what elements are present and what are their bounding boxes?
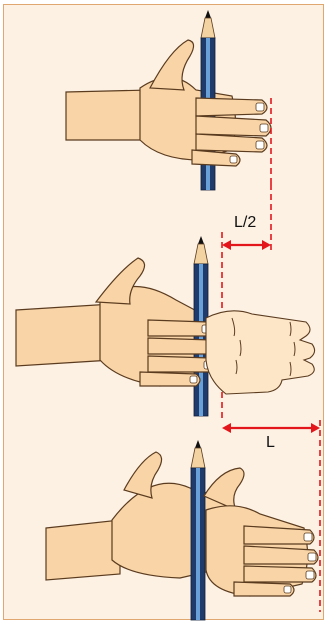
half-length-label: L/2	[234, 214, 256, 231]
half-length-arrow	[222, 240, 271, 250]
full-length-label: L	[266, 434, 275, 451]
panel-2-ghost-hand	[206, 311, 315, 394]
pencil-icon	[191, 440, 205, 620]
panel-3-right-hand	[204, 468, 318, 596]
panel-1-fingers	[192, 98, 271, 166]
full-length-arrow	[222, 423, 320, 433]
